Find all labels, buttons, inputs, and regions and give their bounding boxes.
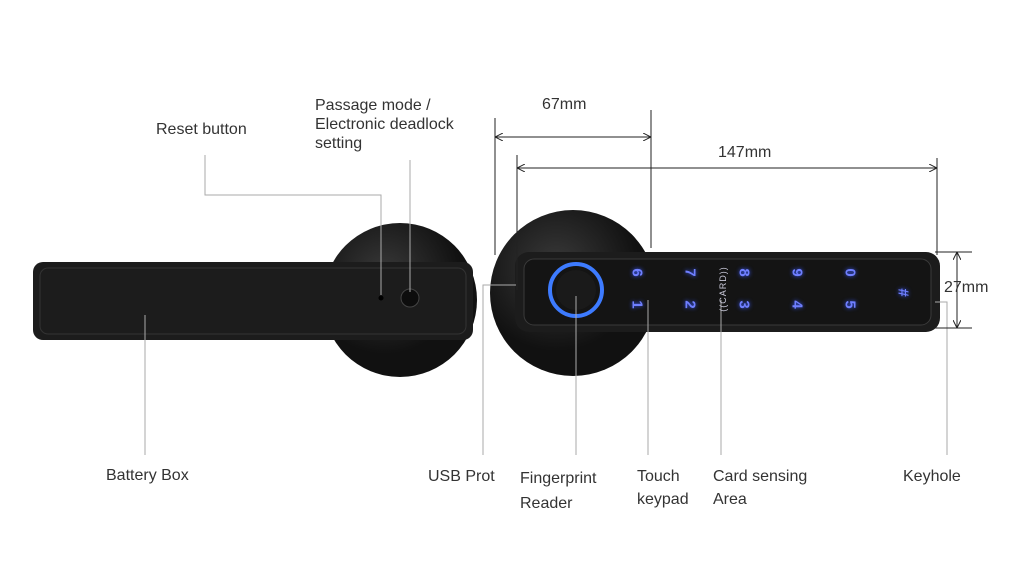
key-0: 0 xyxy=(841,268,859,277)
battery-box-handle xyxy=(33,262,473,340)
key-2: 2 xyxy=(681,300,699,309)
label-card-1: Card sensing xyxy=(713,468,808,485)
label-battery-box: Battery Box xyxy=(106,467,189,484)
label-fingerprint-2: Reader xyxy=(520,495,573,512)
label-usb-port: USB Prot xyxy=(428,468,495,485)
key-6: 6 xyxy=(628,268,646,277)
label-reset-button: Reset button xyxy=(156,121,247,138)
label-touch-1: Touch xyxy=(637,468,680,485)
label-passage-3: setting xyxy=(315,135,363,152)
key-7: 7 xyxy=(681,268,699,277)
label-passage-2: Electronic deadlock xyxy=(315,116,454,133)
card-sensing-mark: ((CARD)) xyxy=(717,266,728,312)
dim-27mm: 27mm xyxy=(944,279,989,296)
key-3: 3 xyxy=(735,300,753,309)
label-fingerprint-1: Fingerprint xyxy=(520,470,597,487)
label-keyhole: Keyhole xyxy=(903,468,961,485)
label-card-2: Area xyxy=(713,491,747,508)
key-8: 8 xyxy=(735,268,753,277)
key-hash: # xyxy=(894,288,912,297)
reset-button xyxy=(378,295,384,301)
key-4: 4 xyxy=(788,300,806,309)
dim-67mm: 67mm xyxy=(542,96,587,113)
label-touch-2: keypad xyxy=(637,491,689,508)
key-5: 5 xyxy=(841,300,859,309)
label-passage-1: Passage mode / xyxy=(315,97,431,114)
dim-147mm: 147mm xyxy=(718,144,772,161)
key-9: 9 xyxy=(788,268,806,277)
key-1: 1 xyxy=(628,300,646,309)
